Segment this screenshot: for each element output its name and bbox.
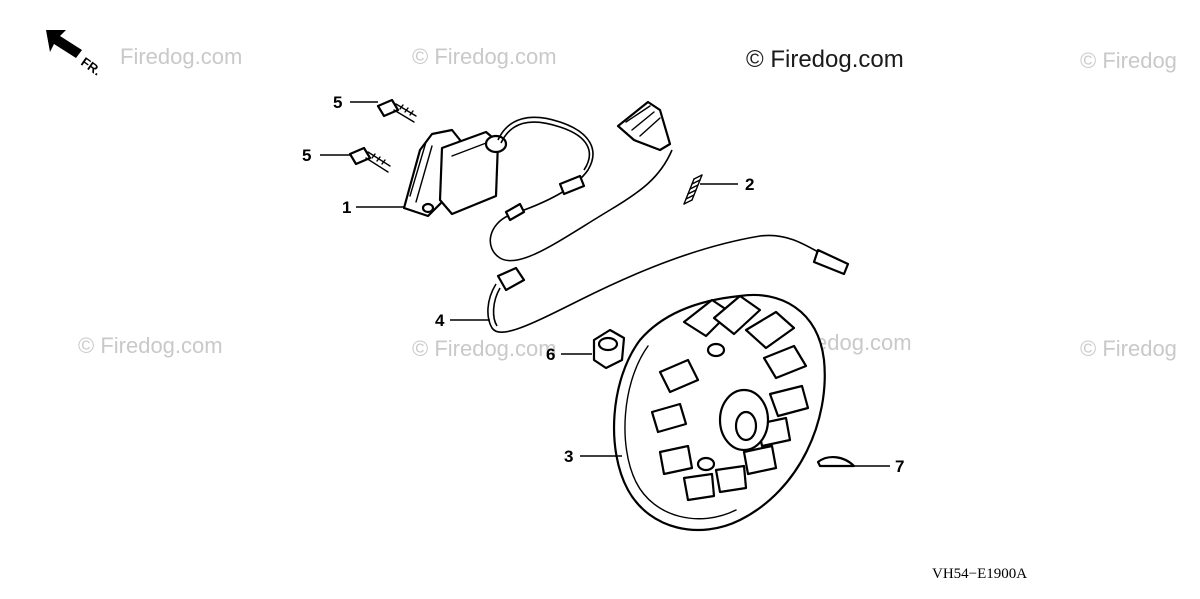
diagram-code: VH54−E1900A bbox=[932, 566, 1028, 582]
woodruff-key-icon bbox=[816, 456, 856, 468]
stop-switch-wire-icon bbox=[487, 234, 850, 333]
watermark-top-right: © Firedog bbox=[1080, 48, 1177, 73]
watermark-top-center: © Firedog.com bbox=[412, 44, 557, 69]
flywheel-nut-icon bbox=[592, 328, 626, 370]
watermark-top-left: Firedog.com bbox=[120, 44, 243, 69]
callout-5-lower: 5 bbox=[302, 146, 311, 165]
watermark-mid-left: © Firedog.com bbox=[78, 333, 223, 358]
watermark-mid-center: © Firedog.com bbox=[412, 336, 557, 361]
ignition-coil-icon bbox=[402, 128, 508, 218]
bolt-upper-icon bbox=[376, 98, 417, 123]
direction-label: FR. bbox=[78, 54, 104, 78]
callout-7: 7 bbox=[895, 457, 904, 476]
spring-icon bbox=[683, 174, 703, 205]
callout-2: 2 bbox=[745, 175, 754, 194]
watermark-mid-right-inner: edog.com bbox=[815, 330, 912, 355]
leader-lines bbox=[320, 101, 890, 467]
watermark-main: © Firedog.com bbox=[746, 46, 904, 73]
bolt-lower-icon bbox=[348, 146, 391, 173]
spark-plug-cable-icon bbox=[489, 100, 673, 262]
watermark-mid-right: © Firedog bbox=[1080, 336, 1177, 361]
callout-1: 1 bbox=[342, 198, 351, 217]
callout-5-upper: 5 bbox=[333, 93, 342, 112]
callout-4: 4 bbox=[435, 311, 445, 330]
flywheel-icon bbox=[613, 293, 826, 532]
callout-3: 3 bbox=[564, 447, 573, 466]
front-direction-arrow-icon: FR. bbox=[46, 30, 104, 78]
callout-6: 6 bbox=[546, 345, 555, 364]
